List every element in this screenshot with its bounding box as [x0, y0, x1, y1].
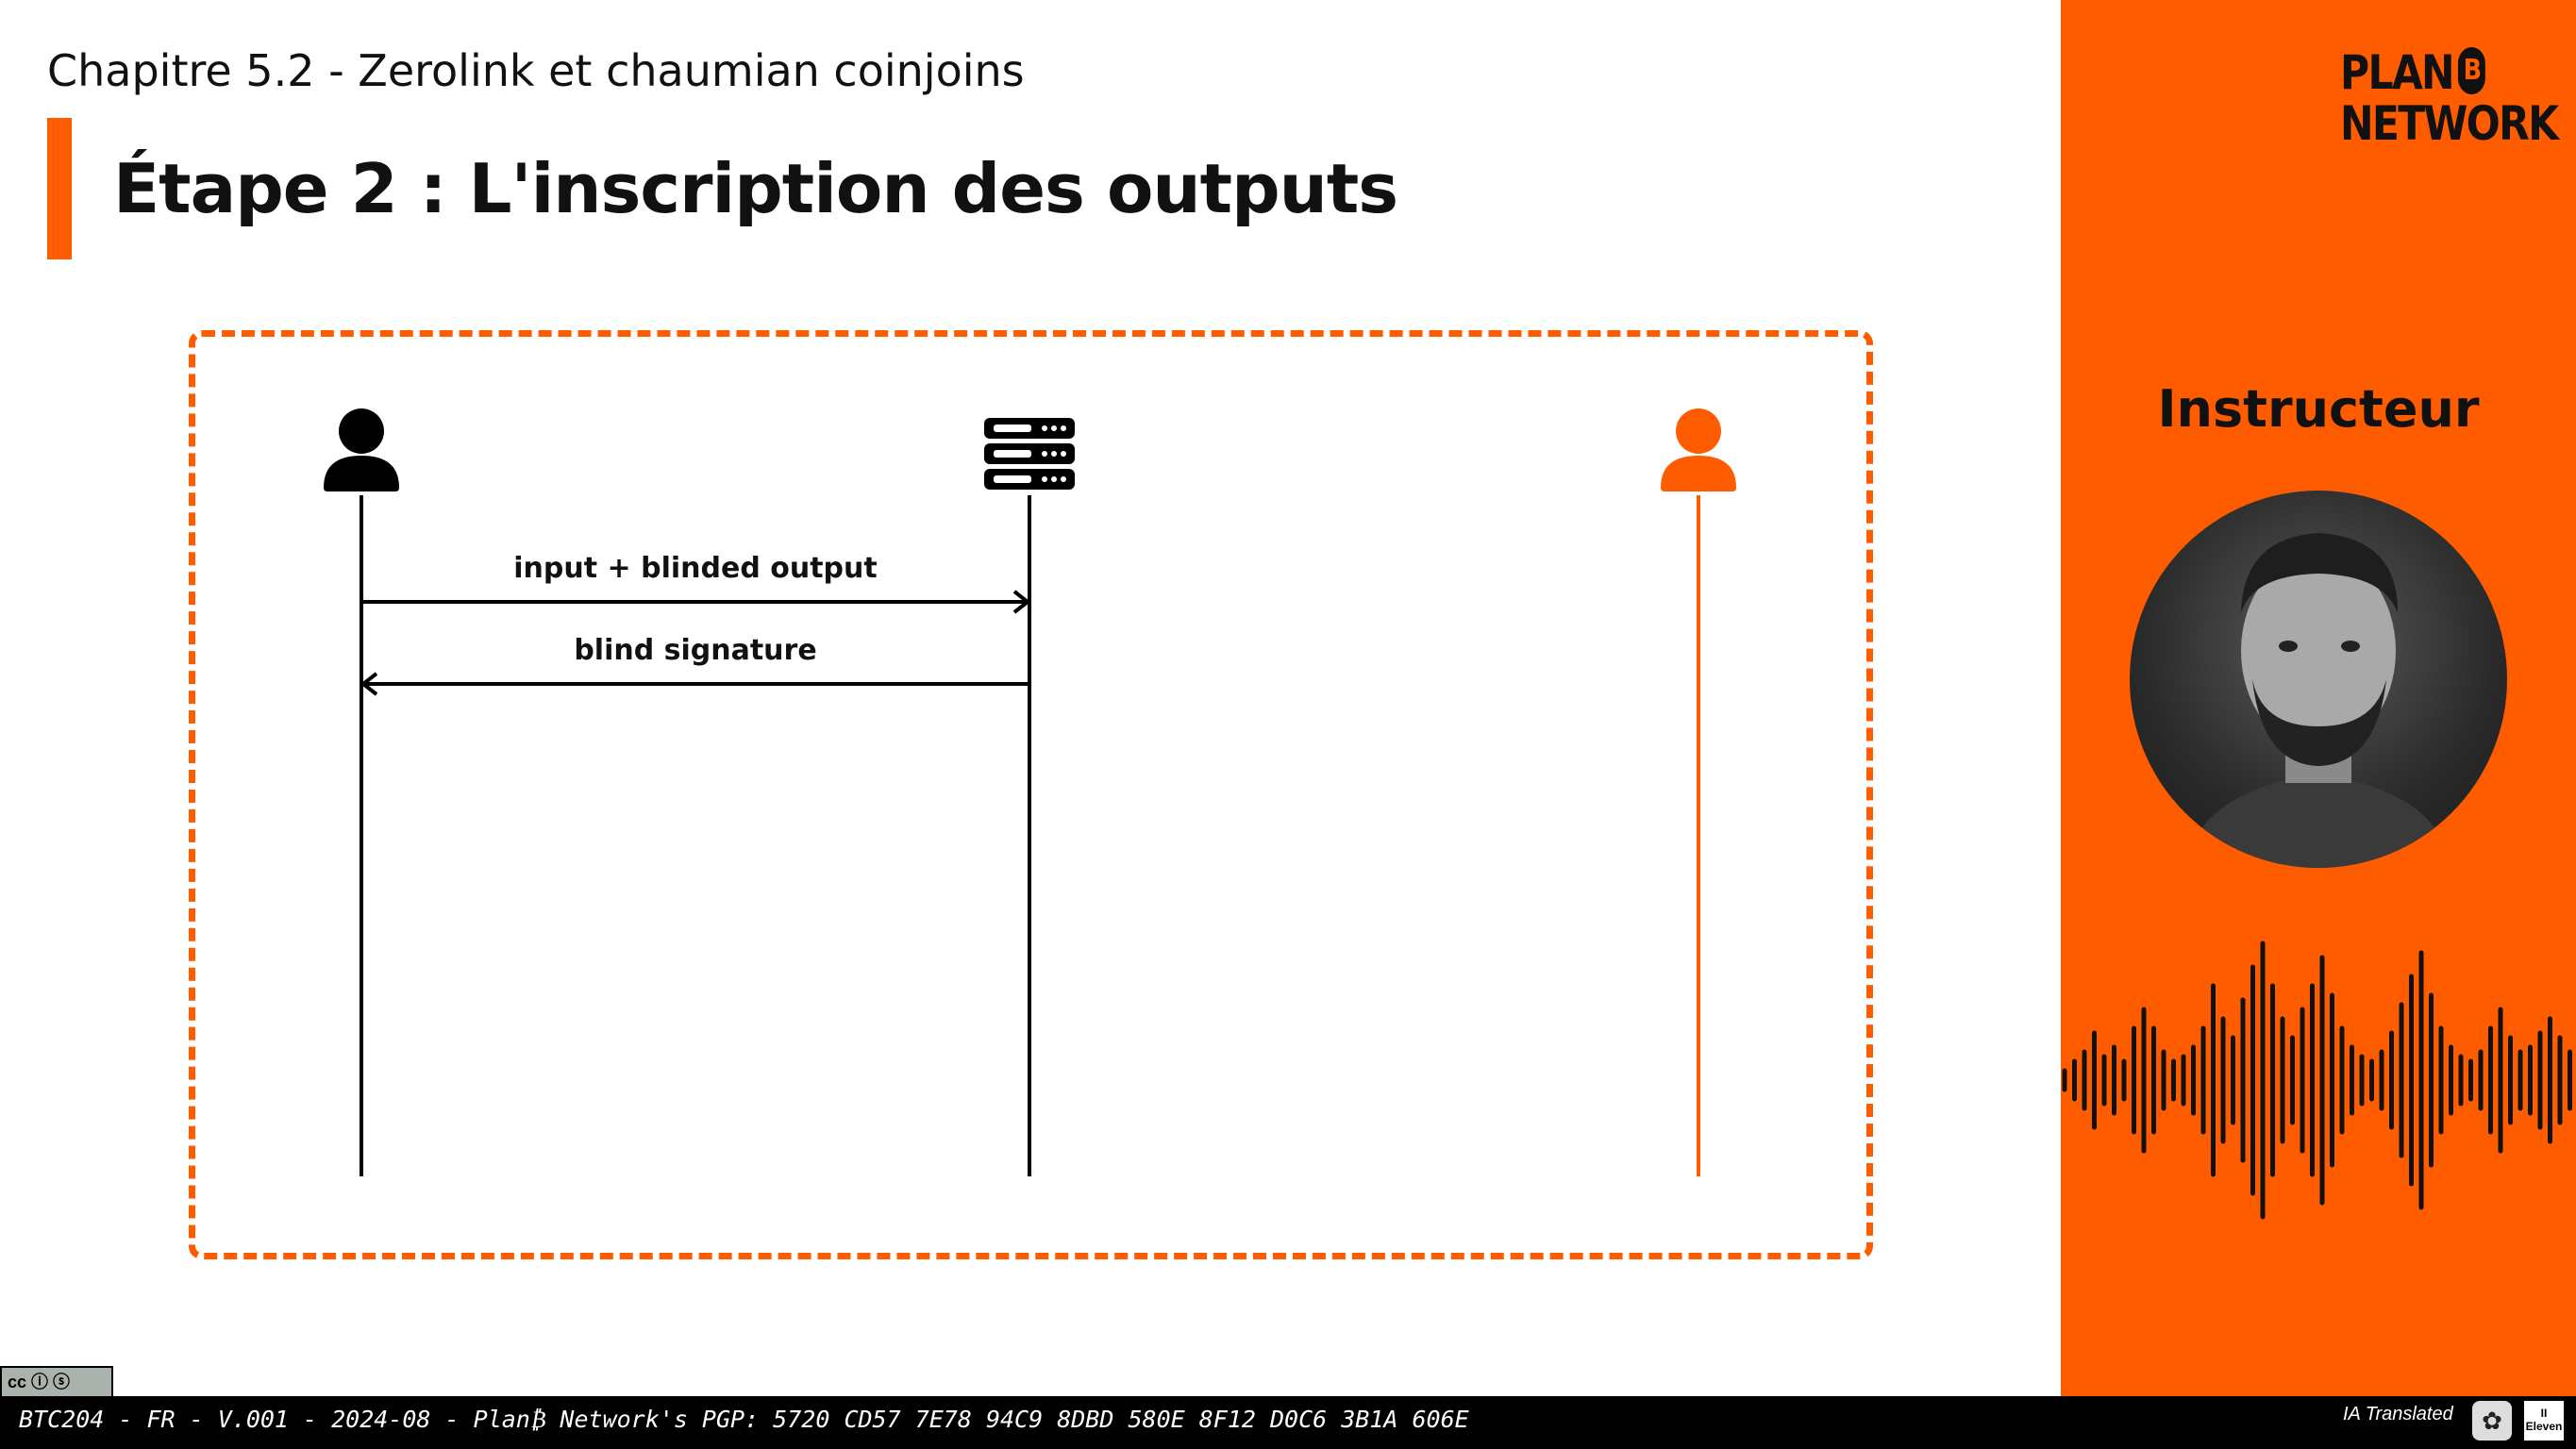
- ia-translated-label: IA Translated: [2343, 1404, 2453, 1424]
- bitcoin-b-icon: B: [2458, 47, 2485, 94]
- footer-version-text: BTC204 - FR - V.001 - 2024-08 - Plan₿ Ne…: [19, 1406, 1469, 1433]
- avatar-silhouette: [2186, 533, 2451, 868]
- logo-text-line2: NETWORK: [2340, 96, 2559, 151]
- openai-logo-icon: ✿: [2472, 1401, 2512, 1441]
- creative-commons-badge: cc ⓘ ⓢ: [0, 1366, 113, 1398]
- slide-title: Étape 2 : L'inscription des outputs: [113, 149, 1398, 228]
- message-label: input + blinded output: [513, 552, 878, 585]
- title-accent-bar: [47, 118, 72, 259]
- message-label: blind signature: [574, 634, 817, 667]
- message-arrow-left: [360, 672, 1029, 696]
- sequence-diagram-svg: [324, 408, 1736, 1176]
- user-icon: [324, 408, 399, 491]
- sequence-diagram: input + blinded output blind signature: [189, 330, 1873, 1259]
- audio-waveform-icon: [2062, 941, 2572, 1220]
- instructor-label: Instructeur: [2157, 379, 2480, 439]
- instructor-avatar: [2130, 491, 2507, 868]
- chapter-title: Chapitre 5.2 - Zerolink et chaumian coin…: [47, 45, 1025, 96]
- message-arrow-right: [361, 590, 1031, 614]
- logo-text-line1: PLAN: [2340, 45, 2455, 100]
- server-icon: [984, 418, 1075, 490]
- user-icon: [1661, 408, 1736, 491]
- footer-bar: BTC204 - FR - V.001 - 2024-08 - Plan₿ Ne…: [0, 1396, 2576, 1449]
